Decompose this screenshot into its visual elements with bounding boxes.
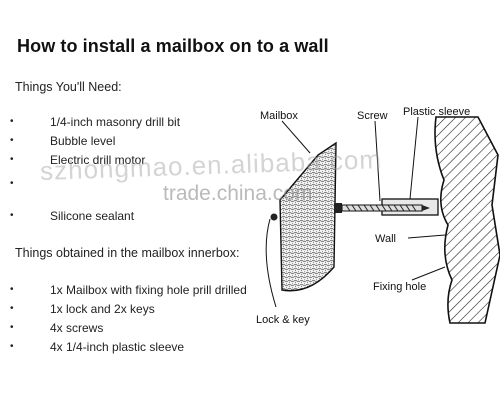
screw-label: Screw — [357, 110, 388, 122]
list-item-text: 4x 1/4-inch plastic sleeve — [50, 340, 185, 354]
mailbox-installation-diagram: Mailbox Screw Plastic sleeve Wall Fixing… — [256, 106, 500, 326]
list-item: • 4x screws — [0, 320, 260, 336]
mailbox-leader-line — [281, 120, 311, 154]
list-item: • Electric drill motor — [0, 152, 260, 168]
lock-key — [270, 213, 278, 221]
list-item-text: Electric drill motor — [50, 153, 146, 167]
page-title: How to install a mailbox on to a wall — [17, 36, 329, 56]
fixing-hole-leader-line — [411, 266, 446, 281]
list-item-text: 1/4-inch masonry drill bit — [50, 115, 181, 129]
screw — [334, 203, 430, 213]
lock-key-label: Lock & key — [256, 314, 310, 326]
mailbox-body — [279, 141, 337, 292]
bullet-icon: • — [10, 154, 14, 165]
lock-key-leader-line — [265, 218, 277, 308]
bullet-icon: • — [10, 178, 14, 189]
bullet-icon: • — [10, 210, 14, 221]
mailbox-label: Mailbox — [260, 110, 298, 122]
wall-section — [434, 116, 500, 324]
list-item-text: Silicone sealant — [50, 209, 135, 223]
fixing-hole-label: Fixing hole — [373, 281, 426, 293]
list-item: • 1x Mailbox with fixing hole prill dril… — [0, 282, 260, 298]
list-item: • Silicone sealant — [0, 208, 260, 224]
list-item: • Bubble level — [0, 133, 260, 149]
bullet-icon: • — [10, 303, 14, 314]
list-item-text: Bubble level — [50, 134, 116, 148]
list-item-text: 1x Mailbox with fixing hole prill drille… — [50, 283, 247, 297]
wall-leader-line — [407, 234, 446, 239]
list-item-text: 1x lock and 2x keys — [50, 302, 155, 316]
bullet-icon: • — [10, 322, 14, 333]
wall-label: Wall — [375, 233, 396, 245]
bullet-icon: • — [10, 116, 14, 127]
list-item: • 1/4-inch masonry drill bit — [0, 114, 260, 130]
list-item: • 4x 1/4-inch plastic sleeve — [0, 339, 260, 355]
list-item: • 1x lock and 2x keys — [0, 301, 260, 317]
sleeve-leader-line — [409, 116, 419, 200]
bullet-icon: • — [10, 135, 14, 146]
plastic-sleeve-label: Plastic sleeve — [403, 106, 470, 118]
screw-leader-line — [374, 120, 381, 202]
things-needed-heading: Things You'll Need: — [15, 80, 122, 94]
list-item: • — [0, 176, 260, 192]
innerbox-heading: Things obtained in the mailbox innerbox: — [15, 246, 240, 260]
bullet-icon: • — [10, 284, 14, 295]
bullet-icon: • — [10, 341, 14, 352]
list-item-text: 4x screws — [50, 321, 104, 335]
